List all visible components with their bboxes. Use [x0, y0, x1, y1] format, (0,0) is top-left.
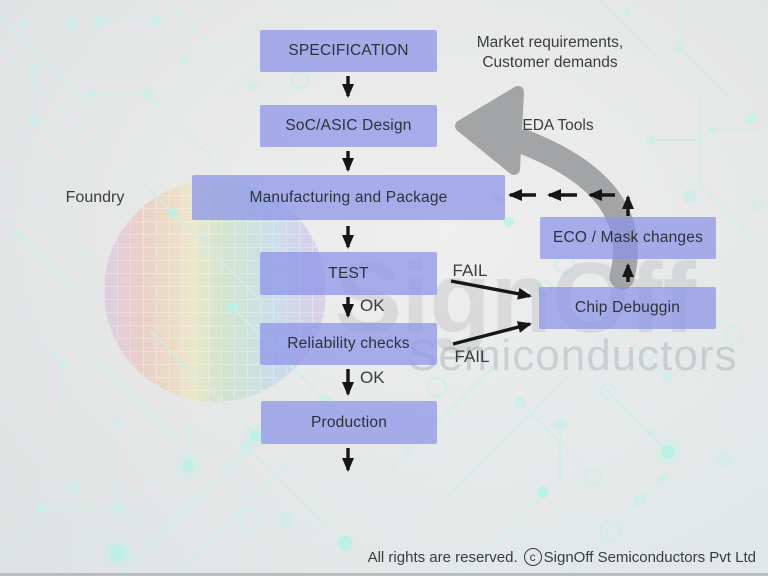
copyright-icon: c	[523, 548, 542, 566]
eda-tools-label: EDA Tools	[522, 117, 594, 134]
fail-label-reliability: FAIL	[454, 347, 490, 366]
market-requirements-label: Market requirements, Customer demands	[440, 33, 660, 73]
flow-box-eco-mask-changes: ECO / Mask changes	[540, 217, 716, 259]
flow-box-soc-asic-design: SoC/ASIC Design	[260, 105, 437, 147]
flow-box-reliability-checks: Reliability checks	[260, 323, 437, 365]
copyright-footer: All rights are reserved. c SignOff Semic…	[368, 548, 756, 566]
fail-label-test: FAIL	[452, 261, 488, 280]
flow-box-test: TEST	[260, 252, 437, 295]
flow-box-chip-debugging: Chip Debuggin	[539, 287, 716, 329]
ok-label-test: OK	[360, 296, 385, 315]
ok-label-reliability: OK	[360, 368, 385, 387]
rights-reserved-text: All rights are reserved.	[367, 548, 518, 566]
company-name-text: SignOff Semiconductors Pvt Ltd	[543, 548, 756, 566]
arrow-reliability-fail-to-debug	[452, 321, 532, 346]
flow-box-manufacturing-and-package: Manufacturing and Package	[192, 175, 505, 220]
arrow-test-fail-to-debug	[450, 279, 532, 300]
market-requirements-line1: Market requirements,	[476, 34, 624, 51]
flow-box-specification: SPECIFICATION	[260, 30, 437, 72]
flow-box-production: Production	[261, 401, 437, 444]
foundry-label: Foundry	[65, 189, 125, 206]
bottom-edge-divider	[0, 573, 768, 576]
market-requirements-line2: Customer demands	[482, 54, 618, 71]
